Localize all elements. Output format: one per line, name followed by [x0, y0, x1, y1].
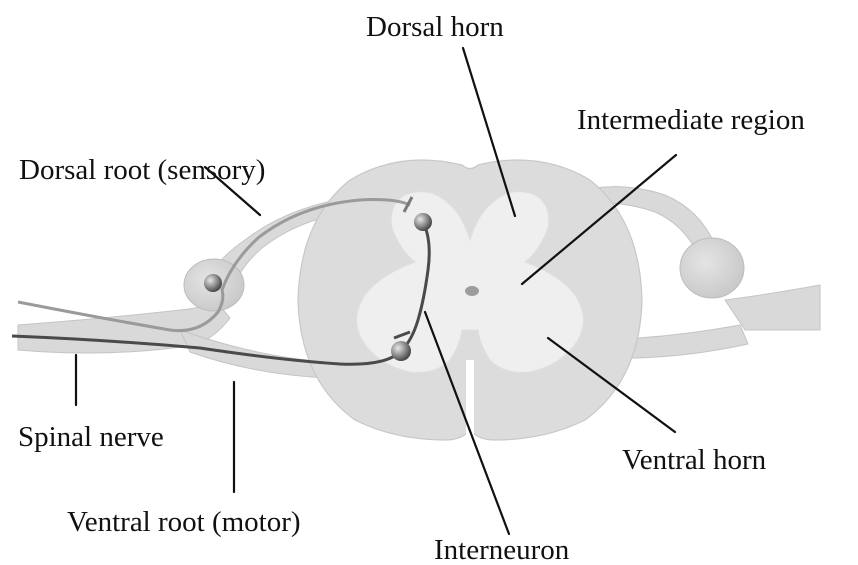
motor-neuron-soma — [391, 341, 411, 361]
central-canal — [465, 286, 479, 296]
right-dorsal-root-ganglion — [680, 238, 744, 298]
sensory-neuron-soma — [204, 274, 222, 292]
right-spinal-nerve-trunk — [725, 285, 820, 330]
label-dorsal-horn: Dorsal horn — [366, 11, 504, 43]
label-dorsal-root: Dorsal root (sensory) — [19, 154, 265, 186]
label-spinal-nerve: Spinal nerve — [18, 421, 164, 453]
label-ventral-horn: Ventral horn — [622, 444, 767, 476]
label-ventral-root: Ventral root (motor) — [67, 506, 301, 538]
interneuron-soma — [414, 213, 432, 231]
label-intermediate-region: Intermediate region — [577, 104, 805, 136]
label-interneuron: Interneuron — [434, 534, 570, 565]
